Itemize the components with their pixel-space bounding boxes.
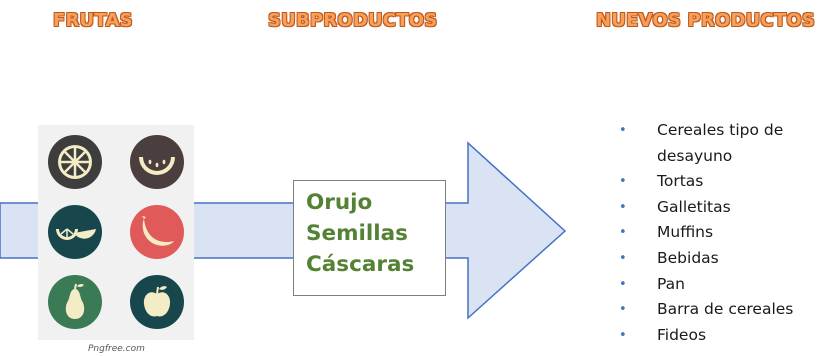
citrus-slice-icon — [48, 135, 102, 189]
product-label: Galletitas — [657, 197, 731, 216]
list-item: • Muffins — [614, 220, 817, 246]
product-label: Tortas — [657, 172, 704, 191]
bullet-icon: • — [619, 174, 627, 190]
bullet-icon: • — [619, 250, 627, 266]
products-list: • Cereales tipo de desayuno • Tortas • Gall… — [614, 118, 817, 348]
list-item: • Tortas — [614, 169, 817, 195]
product-label: Muffins — [657, 223, 714, 242]
product-label: Barra de cereales — [657, 300, 794, 319]
list-item: • Barra de cereales — [614, 297, 817, 323]
subproduct-item: Cáscaras — [306, 252, 415, 277]
bullet-icon: • — [619, 276, 627, 292]
product-label: Fideos — [657, 325, 707, 344]
list-item: • Bebidas — [614, 246, 817, 272]
list-item: • Pan — [614, 272, 817, 298]
product-label: Bebidas — [657, 248, 719, 267]
product-label: Pan — [657, 274, 685, 293]
bullet-icon: • — [619, 302, 627, 318]
bullet-icon: • — [619, 225, 627, 241]
watermelon-slice-icon — [130, 135, 184, 189]
subproduct-item: Orujo — [306, 190, 373, 215]
fruit-icons-panel — [38, 125, 194, 340]
list-item: • Galletitas — [614, 195, 817, 221]
heading-subproductos: SUBPRODUCTOS — [268, 10, 438, 31]
bullet-icon: • — [619, 327, 627, 343]
banana-icon — [130, 205, 184, 259]
bullet-icon: • — [619, 123, 627, 138]
subproducts-box: Orujo Semillas Cáscaras — [293, 180, 446, 296]
image-credit: Pngfree.com — [88, 344, 145, 354]
list-item: • Cereales tipo de desayuno — [614, 118, 817, 169]
list-item: • Fideos — [614, 323, 817, 349]
apple-icon — [130, 275, 184, 329]
heading-nuevos-productos: NUEVOS PRODUCTOS — [596, 10, 815, 31]
product-label: Cereales tipo de desayuno — [657, 121, 784, 165]
heading-frutas: FRUTAS — [53, 10, 133, 31]
lime-slices-icon — [48, 205, 102, 259]
subproduct-item: Semillas — [306, 221, 408, 246]
bullet-icon: • — [619, 199, 627, 215]
pear-icon — [48, 275, 102, 329]
